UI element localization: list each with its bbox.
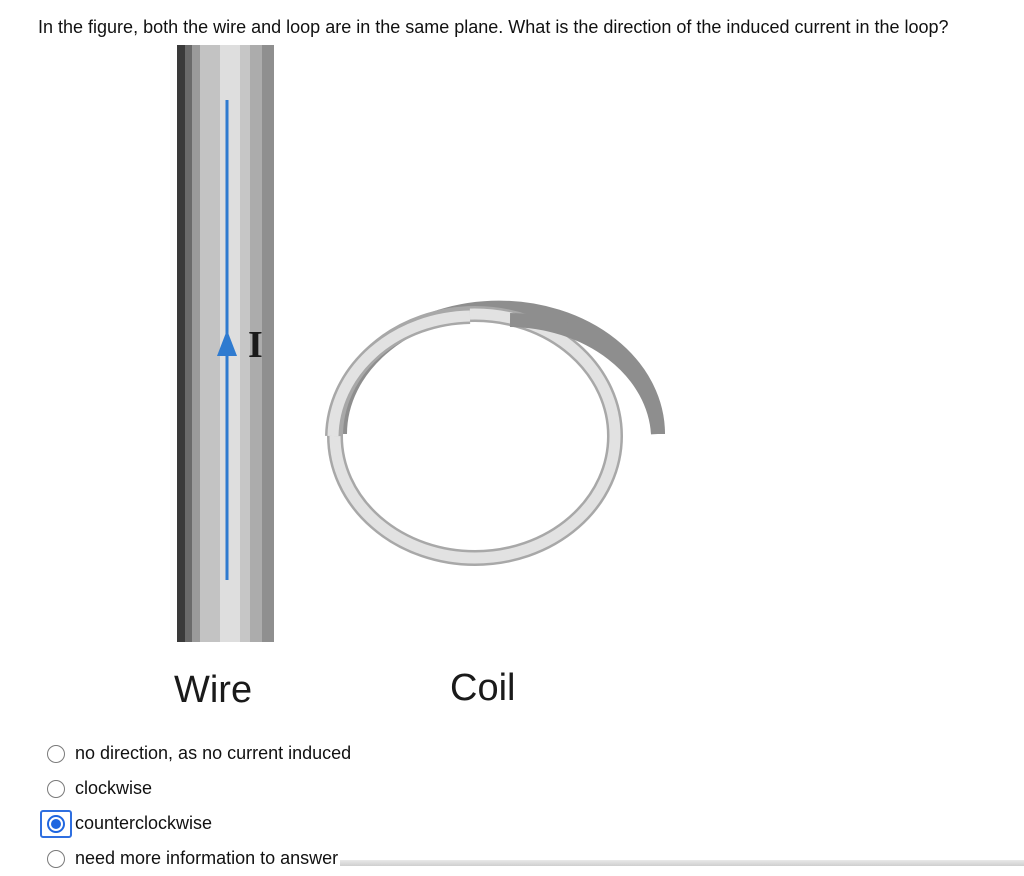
option-label: need more information to answer [75, 848, 339, 868]
radio-button-wrapper[interactable] [40, 809, 72, 838]
option-label: counterclockwise [75, 813, 213, 833]
option-label: no direction, as no current induced [75, 743, 352, 763]
radio-button[interactable] [47, 744, 65, 763]
radio-button-wrapper[interactable] [40, 740, 72, 768]
wire-label: Wire [174, 669, 253, 711]
coil-label: Coil [450, 667, 516, 709]
question-text: In the figure, both the wire and loop ar… [38, 17, 949, 37]
option-clockwise[interactable]: clockwise [40, 771, 351, 806]
radio-button-wrapper[interactable] [40, 845, 72, 873]
radio-button-wrapper[interactable] [40, 775, 72, 803]
answer-options: no direction, as no current induced cloc… [40, 736, 351, 876]
current-label: I [248, 324, 263, 366]
option-need-more-info[interactable]: need more information to answer [40, 841, 351, 876]
radio-button-selected[interactable] [47, 814, 65, 833]
current-arrow [217, 100, 237, 580]
option-no-direction[interactable]: no direction, as no current induced [40, 736, 351, 771]
radio-button[interactable] [47, 849, 65, 868]
option-counterclockwise[interactable]: counterclockwise [40, 806, 351, 841]
option-label: clockwise [75, 778, 153, 798]
page-bottom-divider [340, 860, 1024, 866]
radio-button[interactable] [47, 779, 65, 798]
coil-illustration [325, 300, 665, 566]
